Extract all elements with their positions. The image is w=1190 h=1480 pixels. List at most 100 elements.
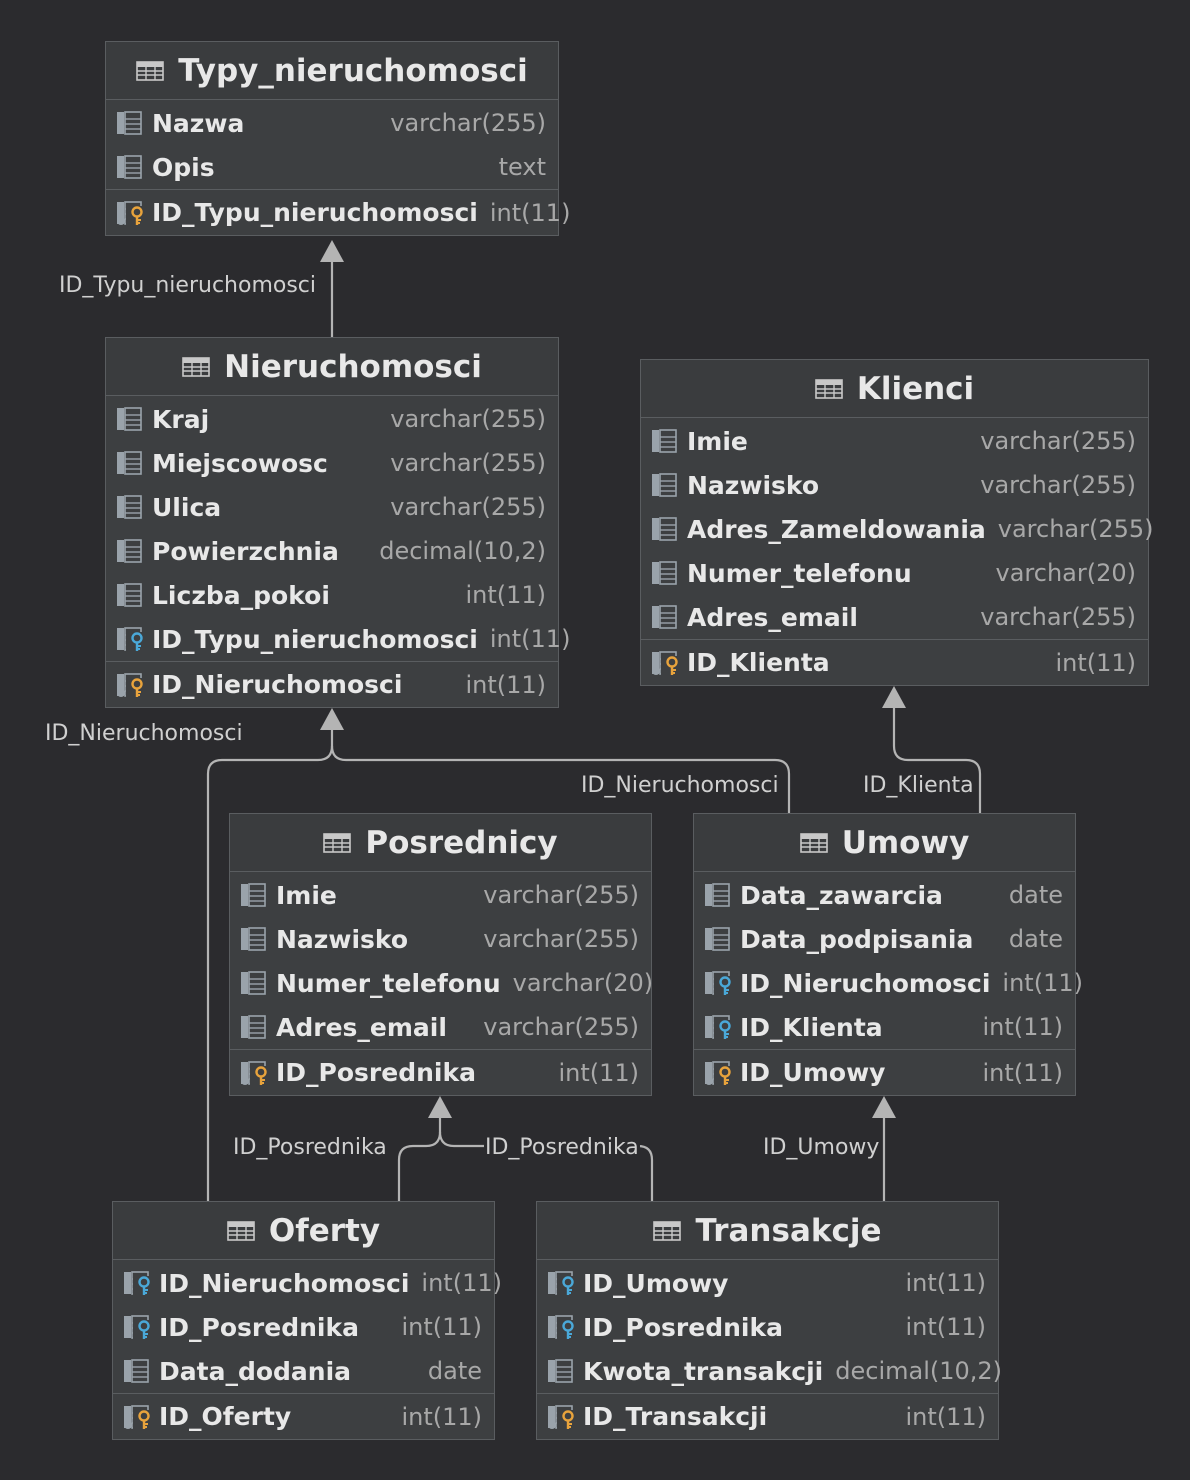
column-icon — [117, 495, 142, 519]
column-type: int(11) — [489, 625, 571, 653]
foreign-key-icon — [548, 1271, 577, 1296]
entity-title: Typy_nieruchomosci — [178, 52, 528, 89]
column-name: ID_Typu_nieruchomosci — [152, 624, 478, 654]
column-type: int(11) — [905, 1269, 986, 1297]
column-name: ID_Transakcji — [583, 1402, 768, 1431]
relation-oferty-to-posrednicy[interactable] — [397, 1096, 452, 1201]
column-type: int(11) — [465, 581, 546, 609]
column-icon — [652, 473, 677, 497]
relation-oferty-to-nieruchomosci[interactable] — [206, 708, 344, 1201]
table-icon — [182, 356, 210, 377]
column-row[interactable]: Opis text — [106, 145, 558, 189]
connector-line — [330, 745, 791, 813]
column-name: ID_Nieruchomosci — [159, 1268, 410, 1298]
primary-key-icon — [117, 672, 146, 698]
column-type: int(11) — [1002, 969, 1083, 997]
entity-title: Klienci — [856, 370, 975, 407]
entity-header[interactable]: Nieruchomosci — [106, 338, 558, 396]
column-type: int(11) — [982, 1058, 1063, 1087]
column-type: date — [1008, 881, 1063, 909]
column-name: Adres_email — [276, 1012, 447, 1042]
arrowhead — [320, 708, 344, 730]
column-icon — [117, 111, 142, 135]
table-icon — [323, 832, 352, 853]
column-name: Nazwa — [152, 108, 245, 138]
entity-header[interactable]: Posrednicy — [230, 814, 651, 872]
column-type: text — [498, 153, 546, 181]
entity-title: Umowy — [841, 824, 970, 861]
column-name: Ulica — [152, 492, 222, 522]
column-row[interactable]: Liczba_pokoi int(11) — [106, 573, 558, 617]
column-name: Imie — [276, 880, 337, 910]
column-icon — [241, 927, 266, 951]
column-row[interactable]: ID_Typu_nieruchomosci int(11) — [106, 617, 570, 661]
entity-header[interactable]: Klienci — [641, 360, 1148, 418]
relation-transakcje-to-posrednicy[interactable] — [438, 1131, 654, 1201]
relation-nieruchomosci-to-typy[interactable] — [320, 240, 344, 337]
column-name: Nazwisko — [687, 470, 820, 500]
column-icon — [241, 1015, 266, 1039]
column-name: ID_Posrednika — [159, 1312, 359, 1342]
column-icon — [117, 155, 142, 179]
entity-header[interactable]: Umowy — [694, 814, 1075, 872]
relation-transakcje-to-umowy[interactable] — [872, 1096, 896, 1201]
column-name: Numer_telefonu — [687, 558, 912, 588]
entity-header[interactable]: Oferty — [113, 1202, 494, 1260]
entity-header[interactable]: Typy_nieruchomosci — [106, 42, 558, 100]
column-icon — [705, 927, 730, 951]
column-name: Data_dodania — [159, 1356, 352, 1386]
column-name: Opis — [152, 152, 215, 182]
relation-umowy-to-nieruchomosci[interactable] — [330, 745, 791, 813]
column-type: int(11) — [1055, 648, 1136, 677]
foreign-key-icon — [124, 1315, 153, 1340]
relation-umowy-to-klienci[interactable] — [882, 686, 982, 813]
column-name: Liczba_pokoi — [152, 580, 330, 610]
entity-header[interactable]: Transakcje — [537, 1202, 998, 1260]
column-name: ID_Posrednika — [276, 1058, 476, 1087]
primary-key-icon — [548, 1404, 577, 1430]
